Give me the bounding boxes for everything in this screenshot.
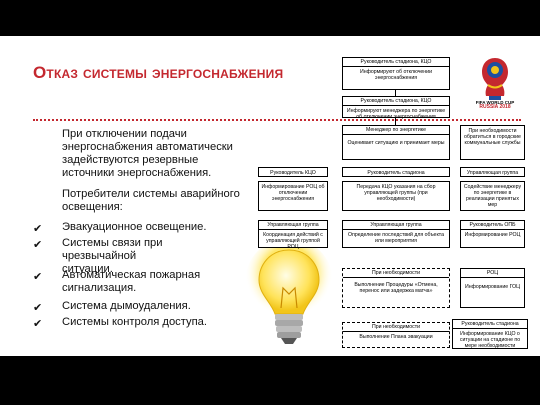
list-item: Автоматическая пожарная сигнализация. (62, 269, 201, 294)
list-item: Эвакуационное освещение. (62, 221, 207, 233)
box-roc-info: Информирование РОЦ об отключении энергос… (258, 181, 328, 211)
box-mgmt-group-1: Управляющая группа (460, 167, 525, 177)
list-item: Система дымоудаления. (62, 300, 191, 312)
logo-line2: RUSSIA 2018 (479, 104, 511, 110)
consumers-heading: Потребители системы аварийного освещения… (62, 188, 240, 213)
box-assist-manager: Содействие менеджеру по энергетике в реа… (460, 181, 525, 211)
check-icon: ✔ (33, 223, 43, 235)
box-stadium-head-4: Руководитель стадиона Информирование КЦО… (452, 319, 528, 349)
top-bar (0, 0, 540, 36)
box-procedure: При необходимости Выполнение Процедуры «… (342, 268, 450, 308)
box-stadium-head-3: Руководитель стадиона (342, 167, 450, 177)
list-item: Системы связи при чрезвычайной ситуации. (62, 237, 163, 275)
arrow (395, 118, 396, 125)
logo-caption: FIFA WORLD CUP RUSSIA 2018 (468, 100, 522, 110)
intro-paragraph: При отключении подачи энергоснабжения ав… (62, 128, 233, 179)
box-ops-head: Руководитель ОПБ Информирование РОЦ (460, 220, 525, 248)
check-icon: ✔ (33, 302, 43, 314)
box-kco-transfer: Передача КЦО указания на сбор управляюще… (342, 181, 450, 211)
box-mgmt-group-3: Управляющая группа Определение последств… (342, 220, 450, 248)
box-kco-head: Руководитель КЦО (258, 167, 328, 177)
bottom-bar (0, 356, 540, 405)
box-energy-manager: Менеджер по энергетике Оценивает ситуаци… (342, 125, 450, 160)
box-city-services: При необходимости обратиться в городские… (460, 125, 525, 160)
logo-line1: FIFA WORLD CUP (475, 100, 515, 105)
box-evacuation: При необходимости Выполнение Плана эваку… (342, 322, 450, 348)
check-icon: ✔ (33, 271, 43, 283)
check-icon: ✔ (33, 318, 43, 330)
list-item: Системы контроля доступа. (62, 316, 207, 328)
slide-title: Отказ системы энергоснабжения (33, 63, 284, 82)
box-stadium-head-2: Руководитель стадиона, КЦО Информируют м… (342, 96, 450, 120)
box-mgmt-group-2: Управляющая группа Координация действий … (258, 220, 328, 250)
dotted-separator (33, 119, 521, 121)
box-stadium-head-1: Руководитель стадиона, КЦО Информируют о… (342, 57, 450, 90)
arrow (395, 90, 396, 96)
box-roc: РОЦ Информирование ГОЦ (460, 268, 525, 308)
check-icon: ✔ (33, 239, 43, 251)
world-cup-logo (482, 58, 508, 100)
light-bulb-icon (245, 240, 333, 344)
